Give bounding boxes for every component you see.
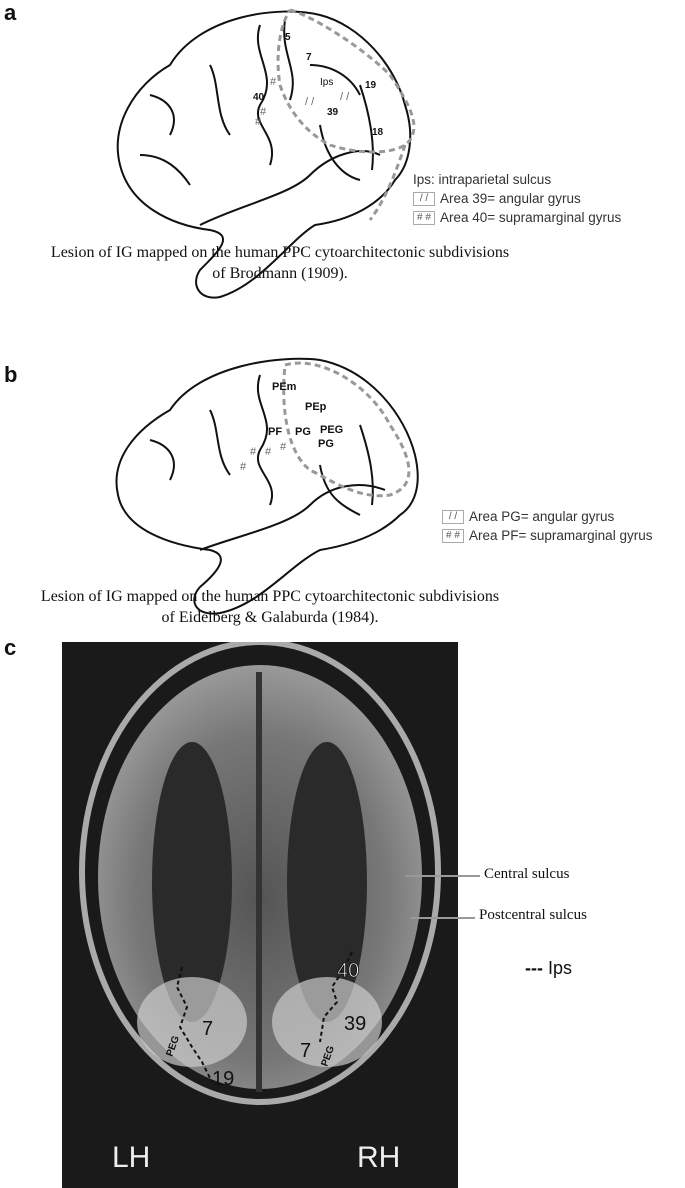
mri-scan: 7 19 40 39 7 PEG PEG LH RH [62,642,458,1188]
caption-a: Lesion of IG mapped on the human PPC cyt… [0,242,560,284]
panel-b-label: b [4,362,18,387]
mri-label-lh: LH [112,1141,150,1174]
area-peg: PEG [320,424,343,436]
area-7: 7 [306,52,312,63]
svg-text:/ /: / / [340,91,350,103]
hash-swatch: # # [413,211,435,226]
svg-text:#: # [280,441,287,453]
text-label: of Brodmann (1909). [212,265,348,282]
svg-text:/ /: / / [305,96,315,108]
area-pf: PF [268,426,282,438]
area-19: 19 [365,80,377,91]
ips-legend: --- Ips [525,958,572,979]
legend-a: Ips: intraparietal sulcus / / Area 39= an… [413,170,621,227]
area-5: 5 [285,32,291,43]
text-label: Ips [548,958,573,978]
legend-ips: Ips: intraparietal sulcus [413,172,552,187]
svg-text:#: # [250,446,257,458]
svg-text:#: # [255,116,262,128]
central-sulcus-pointer [405,875,480,877]
svg-text:#: # [265,446,272,458]
area-39: 39 [327,107,339,118]
text-label: Lesion of IG mapped on the human PPC cyt… [50,244,510,261]
postcentral-sulcus-pointer [410,917,475,919]
legend-b: / / Area PG= angular gyrus # # Area PF= su… [442,507,652,545]
hatch-swatch: / / [413,192,435,207]
text-label: Area PG= angular gyrus [469,509,615,524]
text-label: Lesion of IG mapped on the human PPC cyt… [40,588,500,605]
area-pep: PEp [305,401,327,413]
mri-label-r39: 39 [344,1013,366,1035]
svg-text:#: # [260,106,267,118]
mri-label-l7: 7 [202,1018,213,1040]
postcentral-sulcus-label: Postcentral sulcus [479,907,587,923]
mri-label-rh: RH [357,1141,400,1174]
area-pg: PG [318,438,334,450]
panel-a-label: a [4,0,17,25]
mri-label-r7: 7 [300,1040,311,1062]
area-pem: PEm [272,381,297,393]
text-label: Area 39= angular gyrus [440,191,581,206]
brain-diagram-b: PEm PEp PF PG PEG PG #### [115,357,419,615]
text-label: of Eidelberg & Galaburda (1984). [161,609,379,626]
text-label: Area PF= supramarginal gyrus [469,528,653,543]
hash-swatch: # # [442,529,464,544]
panel-c-label: c [4,635,17,660]
central-sulcus-label: Central sulcus [484,866,570,882]
caption-b: Lesion of IG mapped on the human PPC cyt… [0,586,540,628]
text-label: --- [525,958,543,978]
mri-label-l19: 19 [212,1068,234,1090]
area-40: 40 [253,92,265,103]
area-18: 18 [372,127,384,138]
area-ips: Ips [320,77,333,88]
area-pg-small: PG [295,426,311,438]
hatch-swatch: / / [442,510,464,525]
mri-label-r40: 40 [337,960,359,982]
brain-diagram-a: 5 7 40 39 Ips 19 18 ###/ // / [116,8,416,299]
text-label: Area 40= supramarginal gyrus [440,210,622,225]
svg-text:#: # [270,76,277,88]
svg-text:#: # [240,461,247,473]
